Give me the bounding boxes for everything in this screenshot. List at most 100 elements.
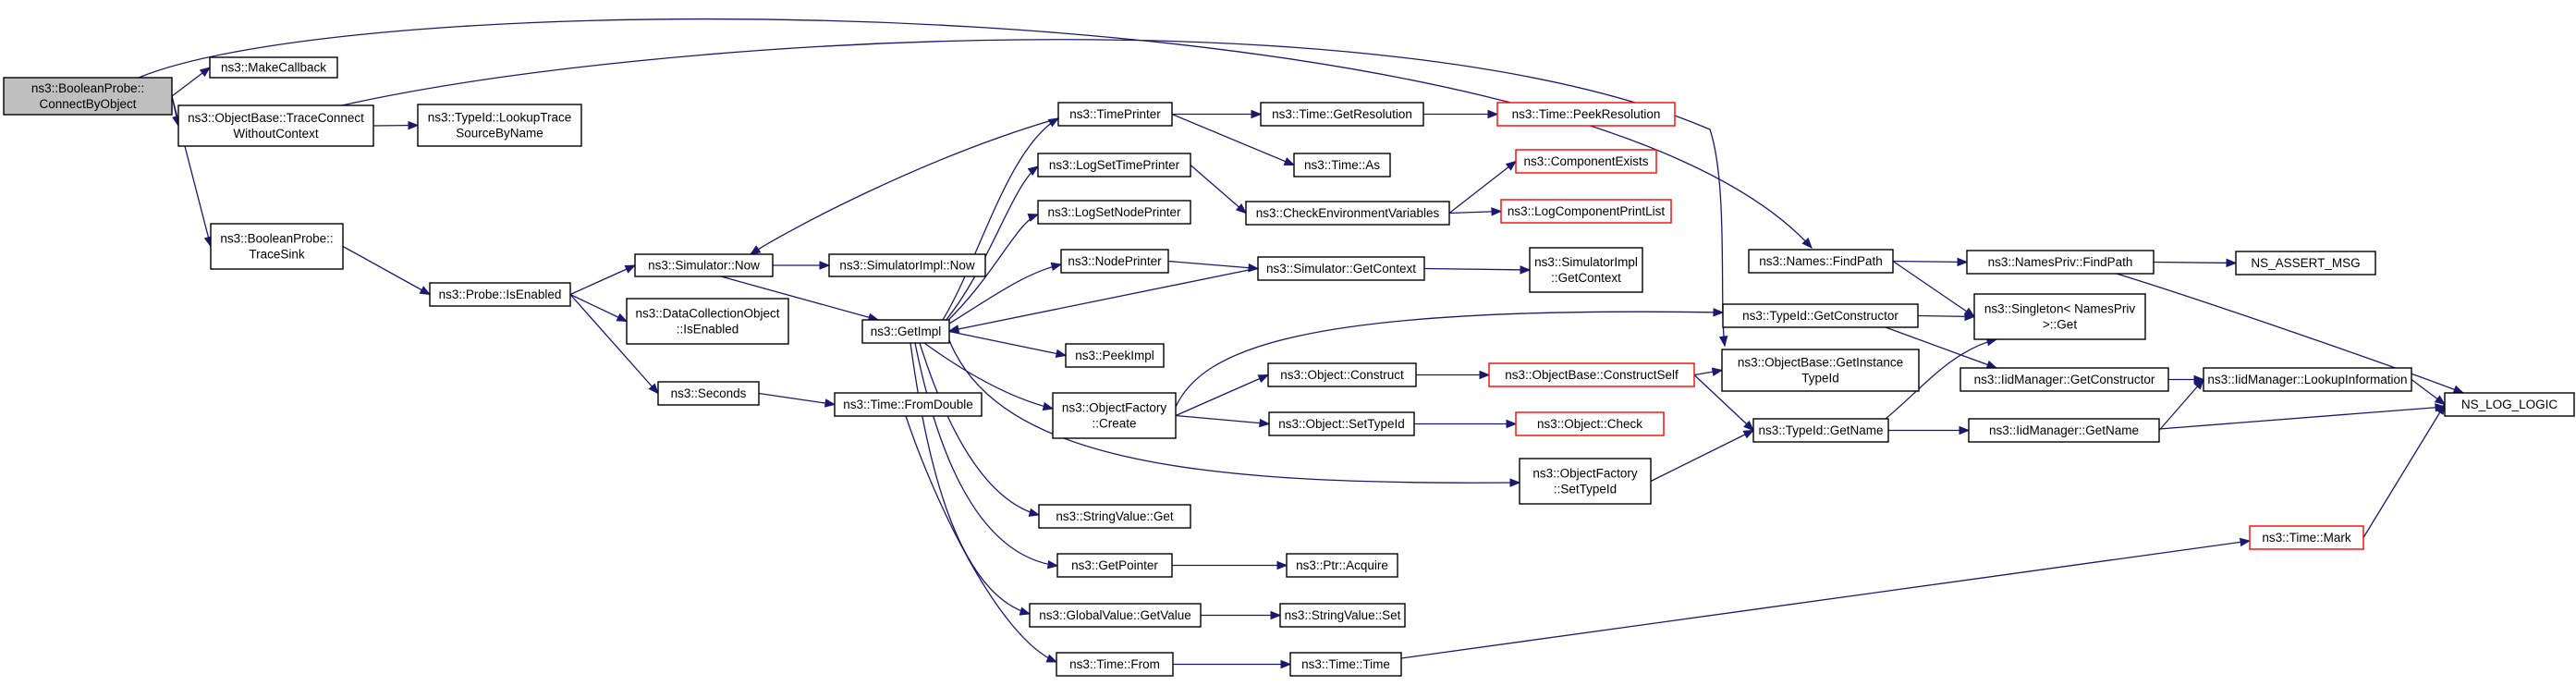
node-ns3-checkenvironmentvariables[interactable]: ns3::CheckEnvironmentVariables [1245, 201, 1450, 226]
node-label: ns3::ComponentExists [1523, 154, 1648, 168]
node-ns3-makecallback[interactable]: ns3::MakeCallback [209, 56, 338, 79]
node-ns3-time-fromdouble[interactable]: ns3::Time::FromDouble [834, 392, 983, 417]
edge-line [1171, 113, 1295, 166]
node-ns3-iidmanager-lookupinformation[interactable]: ns3::IidManager::LookupInformation [2203, 367, 2412, 392]
node-box [1973, 293, 2146, 340]
node-ns3-objectfactory-settypeid[interactable]: ns3::ObjectFactory::SetTypeId [1519, 458, 1652, 505]
edge-n19-to-n35 [1172, 560, 1288, 570]
node-ns3-timeprinter[interactable]: ns3::TimePrinter [1057, 102, 1173, 127]
node-label: NS_LOG_LOGIC [2461, 398, 2558, 411]
arrowhead [749, 245, 762, 255]
node-label: NS_ASSERT_MSG [2251, 256, 2360, 270]
node-label: ns3::IidManager::GetConstructor [1974, 373, 2155, 386]
node-ns-log-logic[interactable]: NS_LOG_LOGIC [2444, 392, 2575, 417]
node-ns3-time-as[interactable]: ns3::Time::As [1293, 153, 1391, 178]
node-label: ::SetTypeId [1554, 483, 1617, 496]
node-label: ns3::LogSetTimePrinter [1049, 158, 1180, 172]
edge-n11-to-n34 [948, 339, 1521, 487]
node-ns3-time-mark[interactable]: ns3::Time::Mark [2249, 525, 2364, 550]
arrowhead [824, 398, 836, 408]
node-ns3-simulator-now[interactable]: ns3::Simulator::Now [634, 253, 774, 277]
node-ns3-objectbase-constructself[interactable]: ns3::ObjectBase::ConstructSelf [1488, 362, 1695, 387]
node-box [1257, 256, 1425, 281]
node-ns3-getimpl[interactable]: ns3::GetImpl [861, 319, 950, 344]
edge-n11-to-n15 [948, 262, 1063, 325]
node-ns3-typeid-getname[interactable]: ns3::TypeId::GetName [1752, 418, 1889, 443]
node-box [1529, 247, 1643, 293]
arrowhead [1045, 654, 1058, 663]
edge-n12-to-n22 [1172, 109, 1263, 119]
node-label: ns3::ObjectBase::ConstructSelf [1505, 368, 1679, 382]
edge-line [2362, 404, 2446, 538]
node-ns3-names-findpath[interactable]: ns3::Names::FindPath [1748, 249, 1894, 274]
edge-n0-to-n38 [138, 18, 1813, 249]
node-ns3-object-construct[interactable]: ns3::Object::Construct [1267, 362, 1417, 387]
edge-n38-to-n42 [1892, 257, 1969, 267]
node-ns3-globalvalue-getvalue[interactable]: ns3::GlobalValue::GetValue [1029, 603, 1202, 628]
edge-line [1175, 311, 1724, 408]
node-box [1968, 418, 2160, 443]
node-ns3-ptr-acquire[interactable]: ns3::Ptr::Acquire [1286, 553, 1398, 578]
node-ns-assert-msg[interactable]: NS_ASSERT_MSG [2235, 251, 2376, 276]
node-ns3-logsettimeprinter[interactable]: ns3::LogSetTimePrinter [1037, 153, 1191, 178]
node-ns3-singleton-namespriv-get[interactable]: ns3::Singleton< NamesPriv >::Get [1973, 293, 2146, 340]
node-ns3-object-check[interactable]: ns3::Object::Check [1515, 411, 1665, 436]
node-ns3-namespriv-findpath[interactable]: ns3::NamesPriv::FindPath [1966, 250, 2155, 275]
node-ns3-peekimpl[interactable]: ns3::PeekImpl [1065, 343, 1165, 368]
node-ns3-simulatorimpl-now[interactable]: ns3::SimulatorImpl::Now [828, 253, 986, 277]
node-ns3-simulator-getcontext[interactable]: ns3::Simulator::GetContext [1257, 256, 1425, 281]
node-ns3-time-time[interactable]: ns3::Time::Time [1289, 652, 1402, 677]
node-ns3-componentexists[interactable]: ns3::ComponentExists [1515, 149, 1657, 174]
edge-n45-to-n48 [2158, 378, 2204, 431]
edge-line [1423, 267, 1531, 271]
node-ns3-object-settypeid[interactable]: ns3::Object::SetTypeId [1268, 411, 1415, 436]
arrowhead [2434, 395, 2447, 406]
node-label: ns3::Time::FromDouble [843, 398, 973, 411]
arrowhead [1520, 265, 1532, 275]
node-ns3-iidmanager-getname[interactable]: ns3::IidManager::GetName [1968, 418, 2160, 443]
arrowhead [1257, 374, 1270, 384]
edge-n37-to-n46 [1400, 537, 2252, 659]
arrowhead [1491, 207, 1503, 216]
node-box [834, 392, 983, 417]
arrowhead [1055, 349, 1068, 359]
node-ns3-typeid-getconstructor[interactable]: ns3::TypeId::GetConstructor [1722, 303, 1919, 328]
node-ns3-logsetnodeprinter[interactable]: ns3::LogSetNodePrinter [1037, 200, 1191, 225]
node-ns3-datacollectionobject-isenabled[interactable]: ns3::DataCollectionObject::IsEnabled [626, 298, 789, 345]
edge-n30-to-n31 [1416, 370, 1491, 380]
node-ns3-time-from[interactable]: ns3::Time::From [1056, 652, 1174, 677]
node-ns3-time-peekresolution[interactable]: ns3::Time::PeekResolution [1496, 102, 1676, 127]
node-label: ns3::Time::GetResolution [1272, 107, 1412, 121]
node-ns3-logcomponentprintlist[interactable]: ns3::LogComponentPrintList [1500, 199, 1672, 224]
node-ns3-booleanprobe-tracesink[interactable]: ns3::BooleanProbe::TraceSink [210, 223, 344, 270]
arrowhead [1985, 360, 1998, 369]
node-label: ::GetContext [1551, 271, 1621, 285]
node-label: ns3::Object::SetTypeId [1278, 417, 1405, 431]
node-ns3-booleanprobe-connectbyobject[interactable]: ns3::BooleanProbe::ConnectByObject [3, 77, 173, 116]
node-label: ns3::TimePrinter [1069, 107, 1161, 121]
node-ns3-objectbase-traceconnect-withoutcontext[interactable]: ns3::ObjectBase::TraceConnectWithoutCont… [177, 104, 374, 147]
node-ns3-iidmanager-getconstructor[interactable]: ns3::IidManager::GetConstructor [1959, 367, 2169, 392]
node-ns3-probe-isenabled[interactable]: ns3::Probe::IsEnabled [429, 282, 571, 307]
node-ns3-simulatorimpl-getcontext[interactable]: ns3::SimulatorImpl::GetContext [1529, 247, 1643, 293]
arrowhead [1050, 262, 1063, 272]
node-label: ::IsEnabled [677, 323, 739, 337]
node-ns3-getpointer[interactable]: ns3::GetPointer [1056, 553, 1173, 578]
arrowhead [199, 67, 212, 78]
node-ns3-stringvalue-set[interactable]: ns3::StringValue::Set [1279, 603, 1406, 628]
edge-n17-to-n32 [1175, 414, 1271, 428]
node-ns3-time-getresolution[interactable]: ns3::Time::GetResolution [1260, 102, 1424, 127]
node-box [429, 282, 571, 307]
node-label: ns3::Simulator::Now [648, 259, 760, 273]
node-ns3-seconds[interactable]: ns3::Seconds [657, 381, 760, 406]
node-ns3-objectfactory-create[interactable]: ns3::ObjectFactory::Create [1052, 392, 1177, 439]
node-label: ns3::PeekImpl [1075, 349, 1154, 362]
node-ns3-stringvalue-get[interactable]: ns3::StringValue::Get [1038, 504, 1191, 529]
node-box [2249, 525, 2364, 550]
edge-n11-to-n18 [919, 342, 1041, 517]
node-label: TypeId [1801, 372, 1839, 386]
node-ns3-nodeprinter[interactable]: ns3::NodePrinter [1060, 249, 1169, 274]
arrowhead [1713, 308, 1725, 317]
